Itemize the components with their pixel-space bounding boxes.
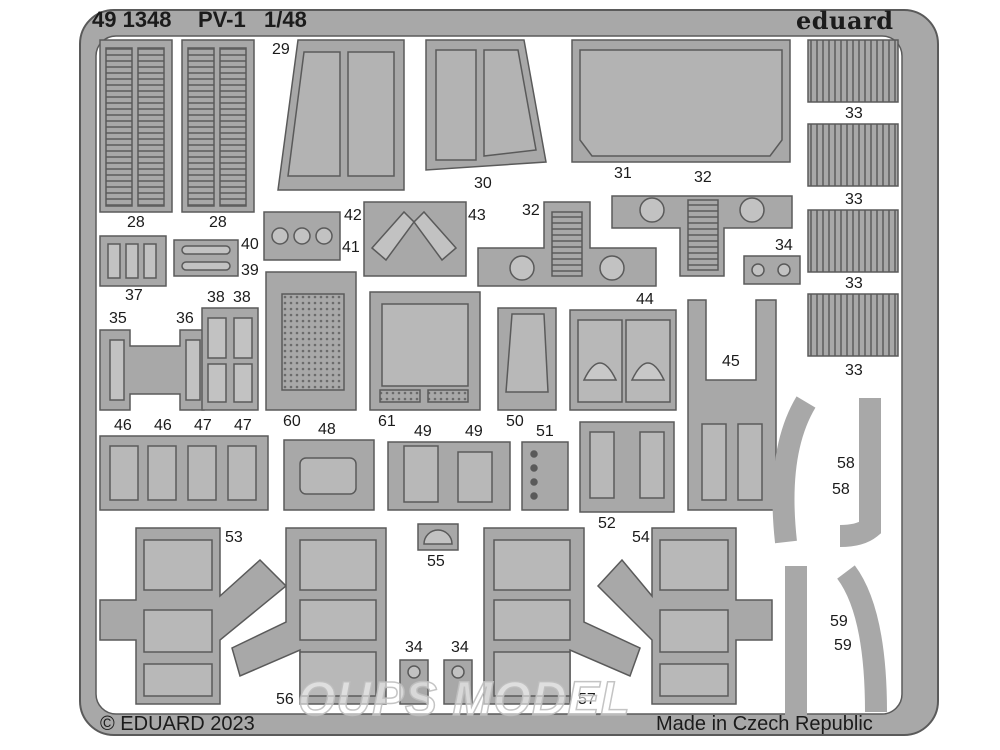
part-29	[277, 39, 405, 191]
part-33-b	[807, 123, 899, 187]
part-58	[772, 396, 881, 547]
part-35-36	[99, 329, 205, 411]
scale-label: 1/48	[264, 7, 307, 32]
part-label: 58	[837, 455, 855, 472]
part-label: 30	[474, 175, 492, 192]
part-34-bottom	[399, 659, 473, 705]
part-39-40	[173, 239, 239, 277]
part-label: 41	[342, 239, 360, 256]
part-label: 33	[845, 362, 863, 379]
part-55	[417, 523, 459, 551]
part-28-right	[181, 39, 255, 213]
part-label: 48	[318, 421, 336, 438]
part-label: 58	[832, 481, 850, 498]
part-label: 59	[834, 637, 852, 654]
set-number: 49 1348	[92, 7, 172, 32]
part-38	[201, 307, 259, 411]
part-33-d	[807, 293, 899, 357]
part-label: 33	[845, 191, 863, 208]
part-label: 29	[272, 41, 290, 58]
part-label: 32	[694, 169, 712, 186]
part-44	[569, 309, 677, 411]
part-33-a	[807, 39, 899, 103]
part-41-42	[263, 211, 341, 261]
part-label: 40	[241, 236, 259, 253]
part-43	[363, 201, 467, 277]
part-28-left	[99, 39, 173, 213]
part-52	[579, 421, 675, 513]
part-label: 46	[114, 417, 132, 434]
part-59	[785, 565, 887, 716]
part-label: 49	[414, 423, 432, 440]
watermark: OUPS MODEL	[297, 673, 631, 726]
part-label: 28	[127, 214, 145, 231]
part-label: 59	[830, 613, 848, 630]
part-label: 51	[536, 423, 554, 440]
part-label: 42	[344, 207, 362, 224]
part-label: 49	[465, 423, 483, 440]
part-51	[521, 441, 569, 511]
part-label: 34	[451, 639, 469, 656]
part-56	[231, 527, 387, 705]
part-32-left	[477, 201, 657, 287]
part-48	[283, 439, 375, 511]
part-31	[571, 39, 791, 163]
part-37	[99, 235, 167, 287]
part-45	[687, 299, 777, 511]
part-label: 39	[241, 262, 259, 279]
part-32-right	[611, 195, 793, 277]
part-label: 54	[632, 529, 650, 546]
part-34-top	[743, 255, 801, 285]
part-60	[265, 271, 357, 411]
part-53	[99, 527, 288, 705]
part-label: 31	[614, 165, 632, 182]
part-label: 53	[225, 529, 243, 546]
part-label: 47	[234, 417, 252, 434]
part-label: 57	[578, 691, 596, 708]
part-label: 34	[775, 237, 793, 254]
part-label: 36	[176, 310, 194, 327]
part-label: 28	[209, 214, 227, 231]
part-50	[497, 307, 557, 411]
part-label: 50	[506, 413, 524, 430]
part-label: 46	[154, 417, 172, 434]
part-label: 32	[522, 202, 540, 219]
part-label: 43	[468, 207, 486, 224]
part-54	[596, 527, 773, 705]
part-label: 34	[405, 639, 423, 656]
part-label: 55	[427, 553, 445, 570]
part-33-c	[807, 209, 899, 273]
part-label: 44	[636, 291, 654, 308]
part-label: 56	[276, 691, 294, 708]
part-label: 61	[378, 413, 396, 430]
part-30	[425, 39, 547, 171]
eduard-logo: eduard	[796, 6, 894, 35]
part-label: 33	[845, 275, 863, 292]
part-label: 33	[845, 105, 863, 122]
part-label: 38	[207, 289, 225, 306]
part-label: 37	[125, 287, 143, 304]
aircraft-name: PV-1	[198, 7, 246, 32]
copyright-text: © EDUARD 2023	[100, 713, 255, 735]
part-57	[483, 527, 641, 705]
part-label: 35	[109, 310, 127, 327]
part-label: 47	[194, 417, 212, 434]
origin-text: Made in Czech Republic	[656, 713, 873, 735]
part-label: 38	[233, 289, 251, 306]
part-label: 45	[722, 353, 740, 370]
part-49	[387, 441, 511, 511]
part-label: 60	[283, 413, 301, 430]
part-label: 52	[598, 515, 616, 532]
part-61	[369, 291, 481, 411]
part-46-47	[99, 435, 269, 511]
